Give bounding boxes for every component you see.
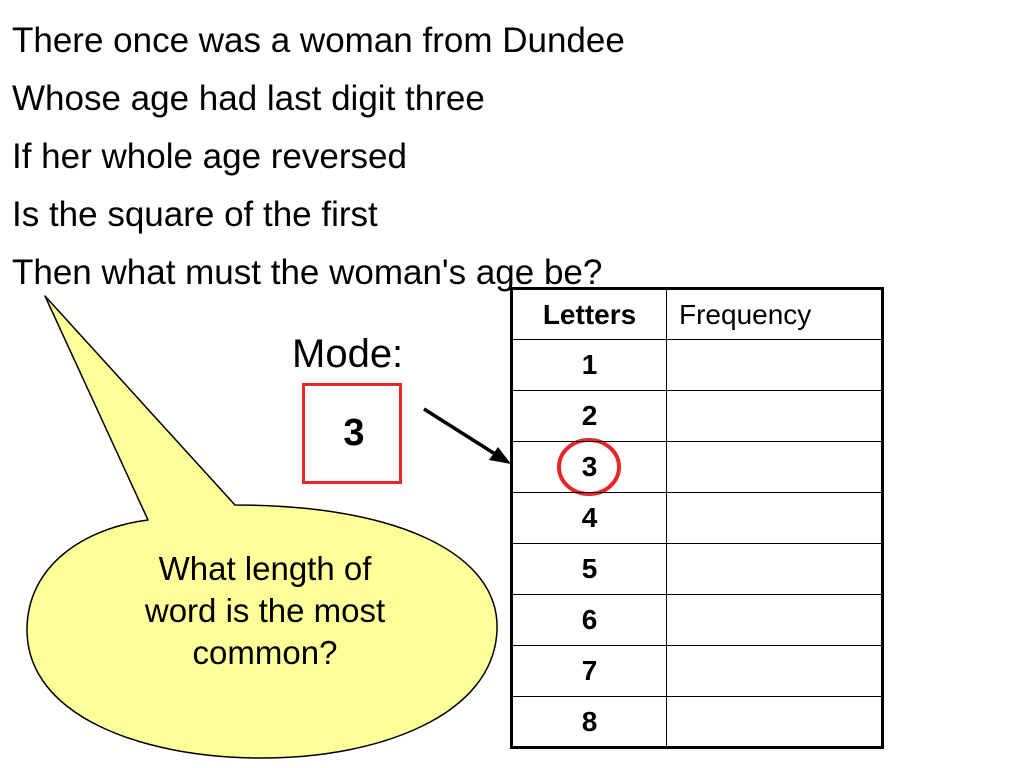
cell-frequency xyxy=(666,543,883,595)
cell-letters: 2 xyxy=(511,390,667,442)
poem: There once was a woman from Dundee Whose… xyxy=(12,12,625,302)
table-row: 4 xyxy=(511,492,883,544)
mode-label: Mode: xyxy=(292,332,404,376)
bubble-question-line: What length of xyxy=(158,550,372,587)
table-row: 2 xyxy=(511,390,883,442)
poem-line: Then what must the woman's age be? xyxy=(12,253,603,292)
cell-frequency xyxy=(666,390,883,442)
frequency-table: Letters Frequency 1 2 3 4 5 6 7 xyxy=(510,287,884,749)
cell-letters: 1 xyxy=(511,339,667,391)
cell-letters: 7 xyxy=(511,645,667,697)
bubble-question-line: word is the most xyxy=(144,592,386,629)
cell-frequency xyxy=(666,492,883,544)
table-row: 6 xyxy=(511,594,883,646)
cell-frequency xyxy=(666,594,883,646)
poem-line: Whose age had last digit three xyxy=(12,79,485,118)
cell-letters: 5 xyxy=(511,543,667,595)
poem-line: If her whole age reversed xyxy=(12,137,407,176)
table-header-row: Letters Frequency xyxy=(511,288,883,340)
table-row: 1 xyxy=(511,339,883,391)
cell-frequency xyxy=(666,696,883,748)
bubble-question: What length of word is the most common? xyxy=(95,548,435,674)
poem-line: Is the square of the first xyxy=(12,195,378,234)
table-row: 7 xyxy=(511,645,883,697)
cell-letters: 8 xyxy=(511,696,667,748)
arrow-icon xyxy=(423,407,511,464)
cell-letters: 3 xyxy=(511,441,667,493)
cell-frequency xyxy=(666,645,883,697)
cell-frequency xyxy=(666,339,883,391)
column-header-letters: Letters xyxy=(511,288,667,340)
speech-bubble-shape xyxy=(26,295,498,759)
cell-frequency xyxy=(666,441,883,493)
mode-answer-box: 3 xyxy=(302,383,402,484)
column-header-frequency: Frequency xyxy=(666,288,883,340)
table-row: 3 xyxy=(511,441,883,493)
bubble-question-line: common? xyxy=(192,634,338,671)
poem-line: There once was a woman from Dundee xyxy=(12,21,625,60)
table-row: 5 xyxy=(511,543,883,595)
cell-letters: 6 xyxy=(511,594,667,646)
mode-value: 3 xyxy=(343,412,365,454)
table-row: 8 xyxy=(511,696,883,748)
cell-letters: 4 xyxy=(511,492,667,544)
